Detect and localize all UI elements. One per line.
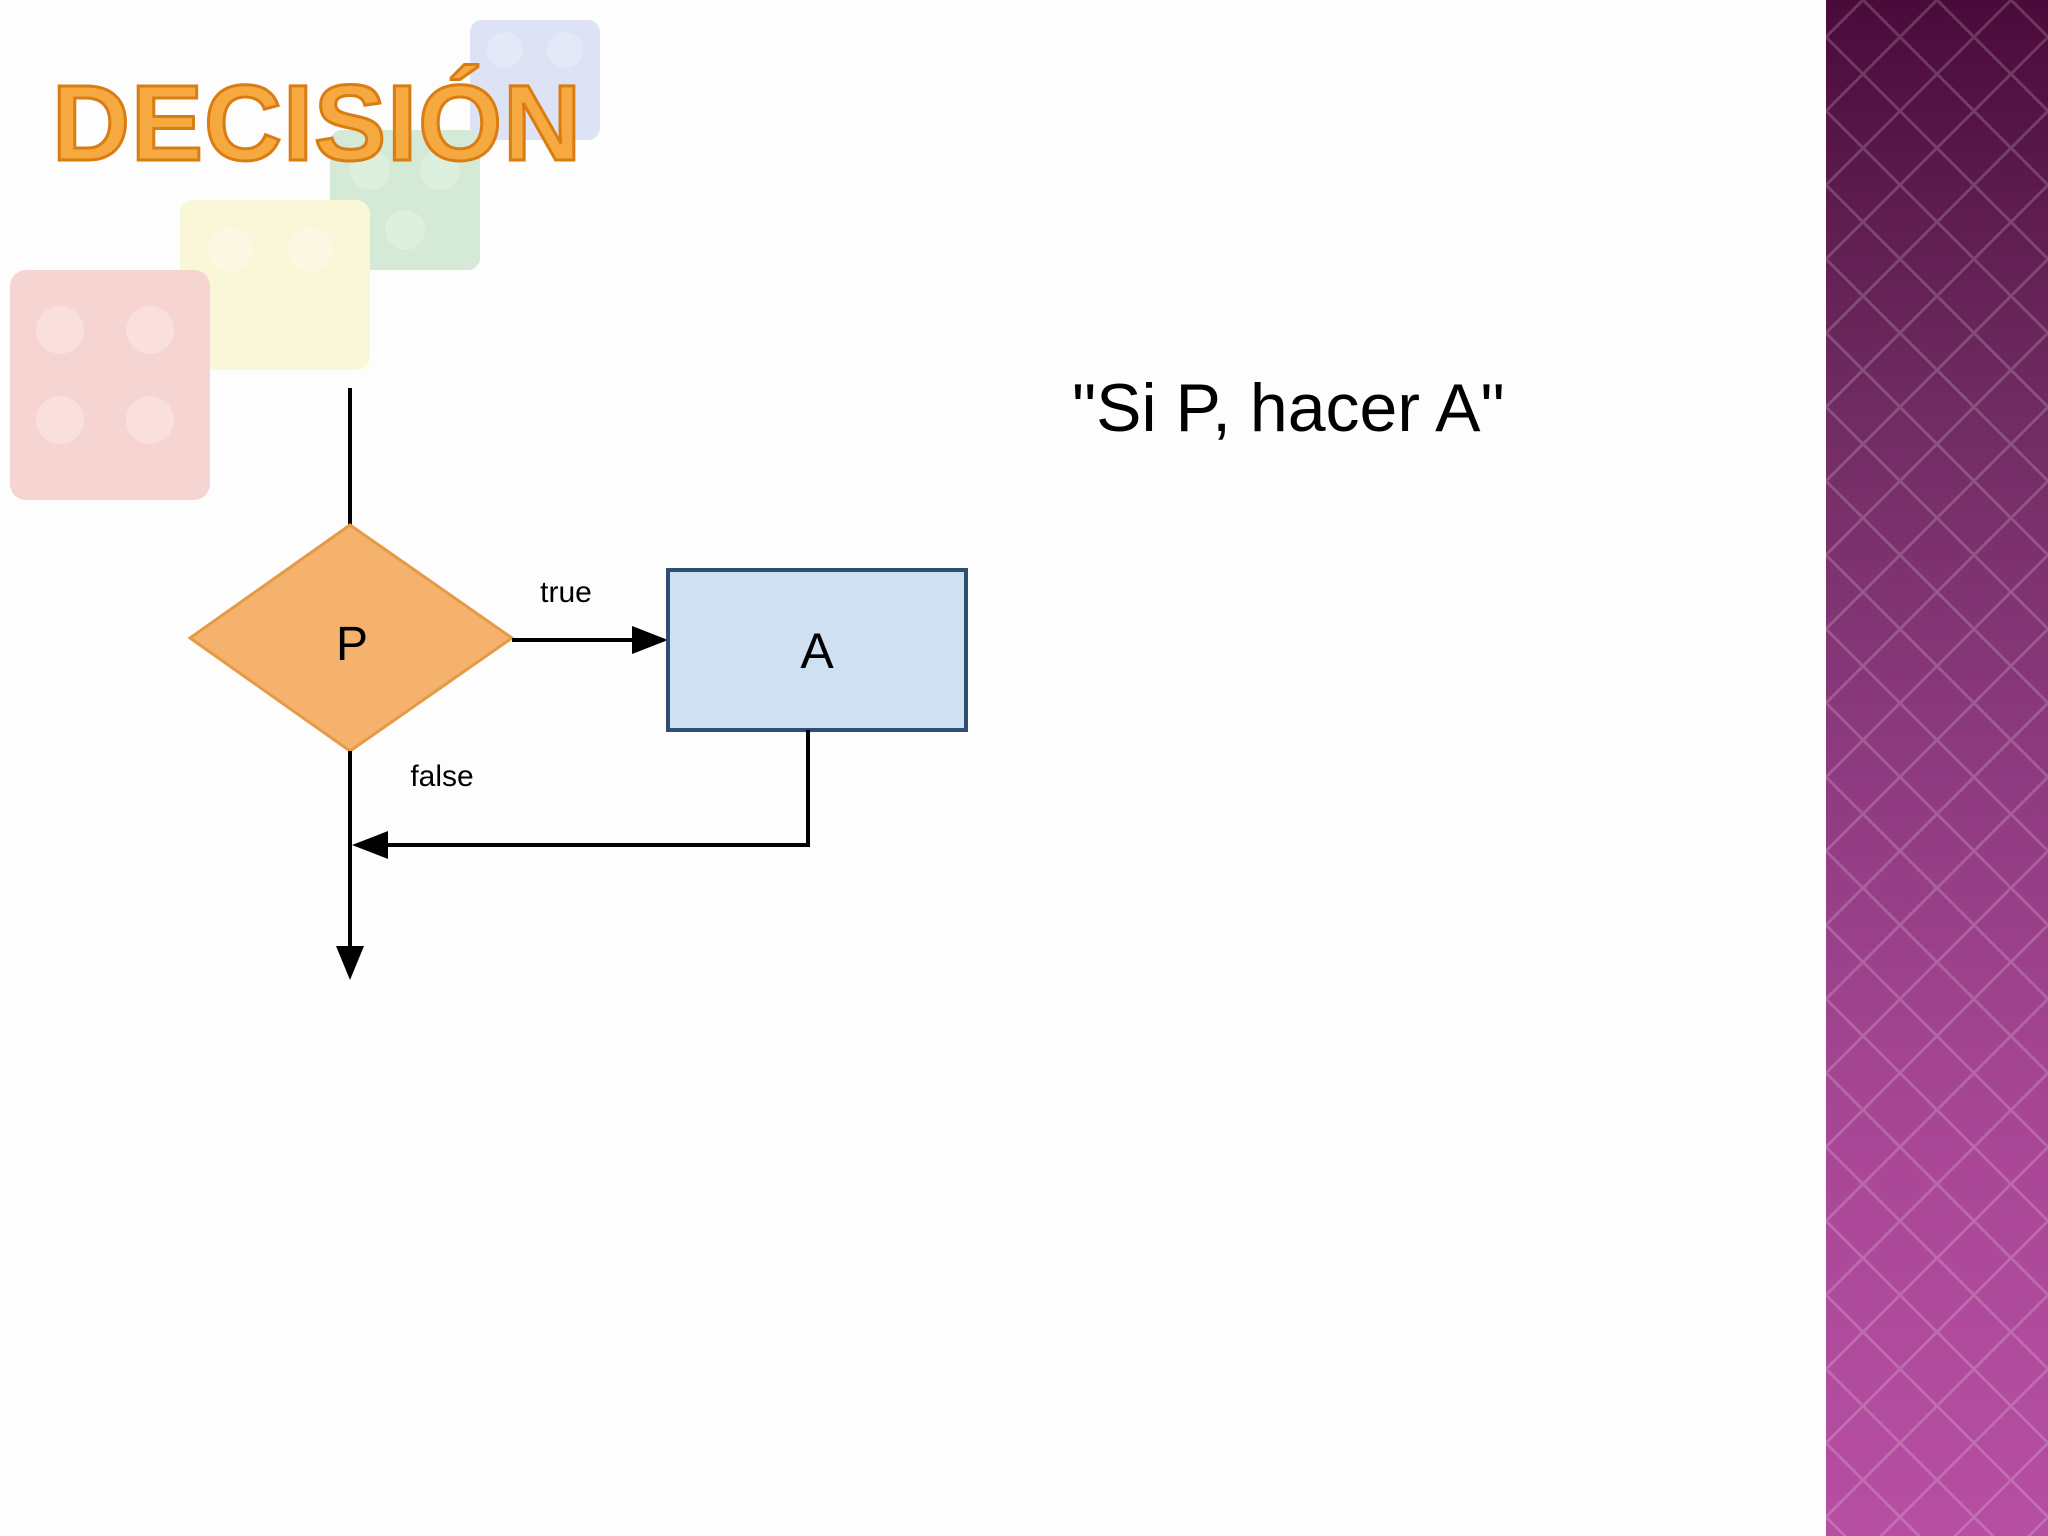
return-edge	[386, 730, 810, 847]
diamond-pattern	[1826, 0, 2048, 1536]
outgoing-arrowhead	[336, 946, 364, 980]
true-label: true	[540, 576, 592, 609]
false-label: false	[410, 760, 473, 793]
action-label: A	[800, 623, 834, 679]
side-band	[1826, 0, 2048, 1536]
true-edge-arrowhead	[632, 626, 668, 654]
return-edge-arrowhead	[352, 831, 388, 859]
toy-blocks-decoration	[10, 20, 600, 500]
action-node	[666, 568, 968, 732]
decision-label: P	[336, 618, 368, 671]
slide-title: DECISIÓN	[50, 61, 583, 185]
slide-caption: "Si P, hacer A"	[1072, 370, 1505, 446]
